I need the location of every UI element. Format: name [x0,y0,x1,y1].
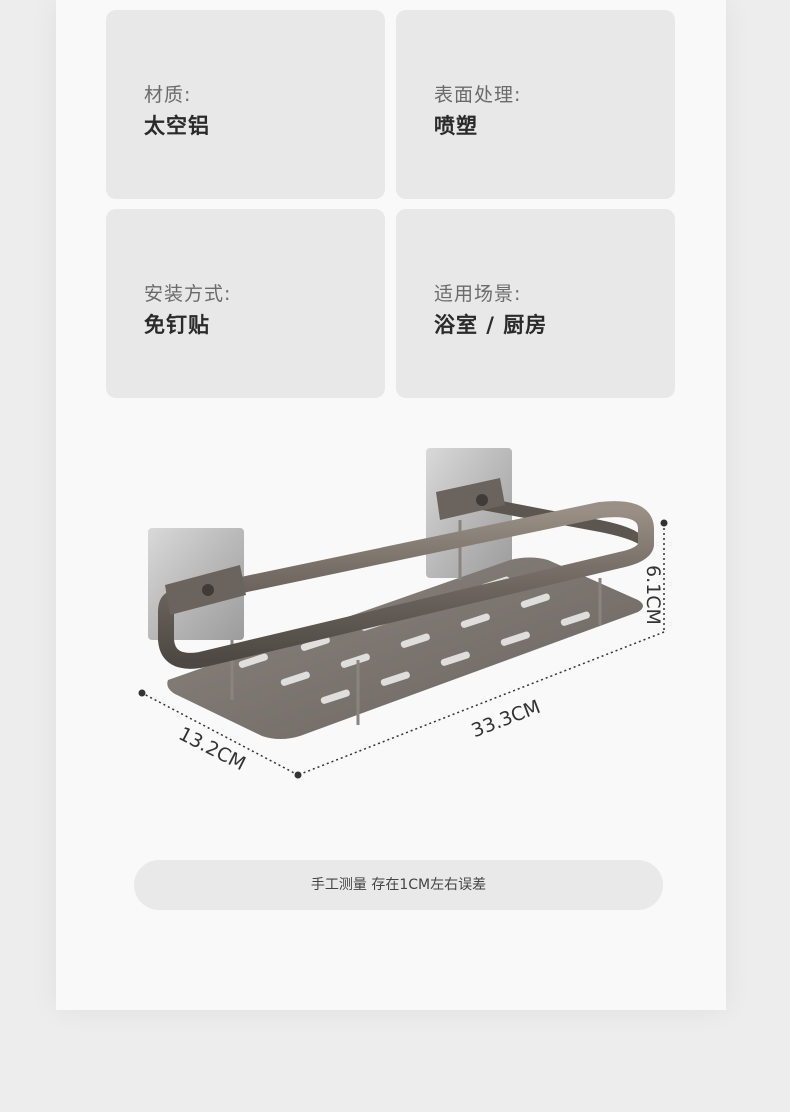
dimension-lines [141,523,665,776]
height-dimension-label: 6.1CM [642,565,664,625]
spec-value: 免钉贴 [144,313,210,337]
shelf-rim [158,501,654,669]
spec-label: 安装方式: [144,283,232,305]
spec-card-install: 安装方式: 免钉贴 [106,209,385,398]
spec-card-material: 材质: 太空铝 [106,10,385,199]
spec-label: 材质: [144,84,192,106]
spec-value: 太空铝 [144,114,210,138]
support-posts [230,520,602,725]
spec-card-surface: 表面处理: 喷塑 [396,10,675,199]
measurement-note: 手工测量 存在1CM左右误差 [134,860,663,910]
spec-value: 喷塑 [434,114,478,138]
spec-card-scene: 适用场景: 浴室 / 厨房 [396,209,675,398]
spec-label: 表面处理: [434,84,522,106]
spec-label: 适用场景: [434,283,522,305]
brackets [165,478,505,615]
scalloped-edge [56,1004,726,1018]
dimension-endpoints [138,519,668,779]
shelf-illustration [138,448,668,779]
spec-value: 浴室 / 厨房 [434,313,548,337]
